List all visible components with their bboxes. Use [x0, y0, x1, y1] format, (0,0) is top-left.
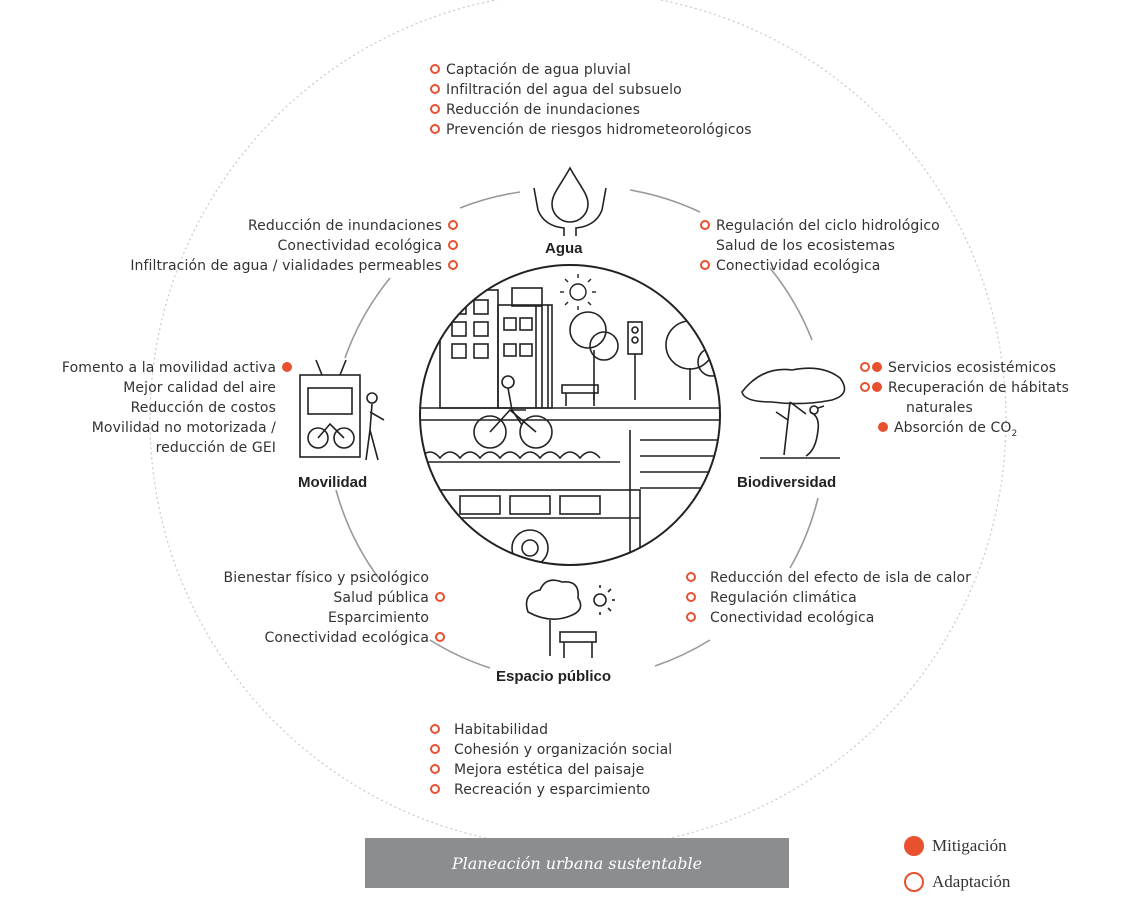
list-item: Conectividad ecológica: [224, 628, 445, 648]
mitigation-legend-icon: [904, 836, 924, 856]
adaptation-marker-icon: [448, 220, 458, 230]
list-item: Habitabilidad: [430, 720, 672, 740]
list-item: naturales: [906, 400, 973, 416]
list-item: Reducción de costos: [130, 400, 276, 416]
list-item: Absorción de CO2: [860, 418, 1069, 444]
adaptation-marker-icon: [435, 592, 445, 602]
category-biodiversidad: Biodiversidad: [737, 474, 837, 491]
adaptation-marker-icon: [430, 764, 440, 774]
adaptation-marker-icon: [860, 362, 870, 372]
biodiversidad-espacio-list: Reducción del efecto de isla de calor Re…: [686, 568, 971, 628]
list-item: Bienestar físico y psicológico: [223, 570, 429, 586]
biodiversidad-list: Servicios ecosistémicos Recuperación de …: [860, 358, 1069, 444]
city-illustration: [419, 264, 721, 566]
list-item: Salud pública: [224, 588, 445, 608]
adaptation-marker-icon: [430, 744, 440, 754]
list-item: Mejora estética del paisaje: [430, 760, 672, 780]
list-item: Recuperación de hábitats: [860, 378, 1069, 398]
movilidad-espacio-list: Bienestar físico y psicológico Salud púb…: [224, 568, 445, 648]
list-item: Prevención de riesgos hidrometeorológico…: [430, 120, 752, 140]
tree-bench-icon: [525, 579, 615, 658]
mitigation-marker-icon: [282, 362, 292, 372]
list-item: Infiltración de agua / vialidades permea…: [130, 256, 458, 276]
adaptation-marker-icon: [430, 64, 440, 74]
category-movilidad: Movilidad: [298, 474, 368, 491]
adaptation-marker-icon: [430, 104, 440, 114]
list-item: Conectividad ecológica: [700, 256, 940, 276]
adaptation-marker-icon: [430, 724, 440, 734]
list-item: Mejor calidad del aire: [123, 380, 276, 396]
adaptation-marker-icon: [860, 382, 870, 392]
list-item: Esparcimiento: [327, 610, 429, 626]
list-item: Cohesión y organización social: [430, 740, 672, 760]
list-item: Conectividad ecológica: [686, 608, 971, 628]
list-item: Captación de agua pluvial: [430, 60, 752, 80]
mitigation-marker-icon: [872, 382, 882, 392]
legend-adaptation: Adaptación: [904, 872, 1010, 892]
water-drop-icon: [533, 166, 607, 236]
category-espacio-publico: Espacio público: [496, 668, 612, 685]
adaptation-marker-icon: [430, 84, 440, 94]
agua-top-list: Captación de agua pluvial Infiltración d…: [430, 60, 752, 140]
tree-bird-icon: [741, 367, 846, 459]
bus-bike-icon: [299, 359, 385, 461]
list-item: Regulación climática: [686, 588, 971, 608]
adaptation-marker-icon: [448, 240, 458, 250]
footer-banner: Planeación urbana sustentable: [365, 838, 789, 888]
espacio-publico-list: Habitabilidad Cohesión y organización so…: [430, 720, 672, 800]
outer-dotted-ring: [149, 0, 1007, 849]
adaptation-marker-icon: [700, 220, 710, 230]
category-agua: Agua: [545, 240, 583, 257]
list-item: Recreación y esparcimiento: [430, 780, 672, 800]
inner-ring: [335, 189, 819, 669]
adaptation-marker-icon: [430, 784, 440, 794]
adaptation-marker-icon: [700, 260, 710, 270]
adaptation-marker-icon: [686, 572, 696, 582]
list-item: Regulación del ciclo hidrológico: [700, 216, 940, 236]
adaptation-marker-icon: [430, 124, 440, 134]
list-item: Reducción de inundaciones: [430, 100, 752, 120]
list-item: Servicios ecosistémicos: [860, 358, 1069, 378]
list-item: Salud de los ecosistemas: [716, 238, 896, 254]
list-item: Infiltración del agua del subsuelo: [430, 80, 752, 100]
list-item: reducción de GEI: [155, 440, 276, 456]
adaptation-marker-icon: [686, 612, 696, 622]
adaptation-legend-icon: [904, 872, 924, 892]
list-item: Movilidad no motorizada /: [91, 420, 276, 436]
movilidad-list: Fomento a la movilidad activa Mejor cali…: [62, 358, 292, 458]
list-item: Conectividad ecológica: [130, 236, 458, 256]
agua-movilidad-list: Reducción de inundaciones Conectividad e…: [130, 216, 458, 276]
mitigation-marker-icon: [872, 362, 882, 372]
adaptation-marker-icon: [686, 592, 696, 602]
list-item: Reducción del efecto de isla de calor: [686, 568, 971, 588]
list-item: Fomento a la movilidad activa: [62, 358, 292, 378]
agua-biodiversidad-list: Regulación del ciclo hidrológico Salud d…: [700, 216, 940, 276]
list-item: Reducción de inundaciones: [130, 216, 458, 236]
legend-mitigation: Mitigación: [904, 836, 1007, 856]
mitigation-marker-icon: [878, 422, 888, 432]
adaptation-marker-icon: [448, 260, 458, 270]
adaptation-marker-icon: [435, 632, 445, 642]
